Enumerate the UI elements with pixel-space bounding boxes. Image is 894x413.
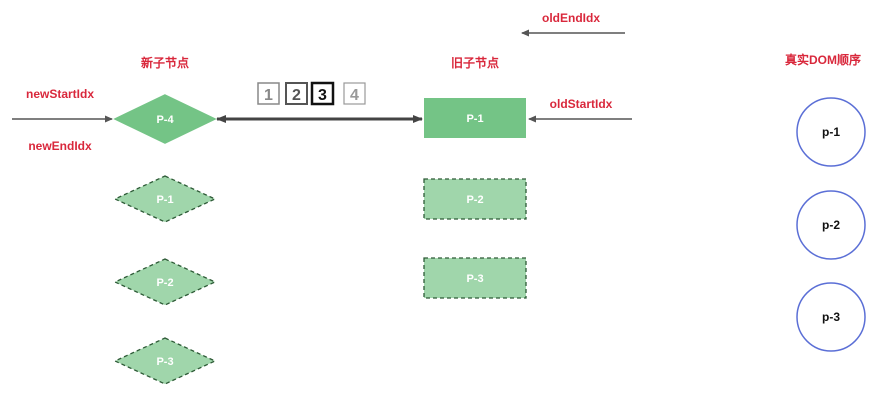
dom-node-p2: p-2 xyxy=(796,190,866,260)
old-end-idx-label: oldEndIdx xyxy=(542,11,600,25)
old-node-p1: P-1 xyxy=(424,98,526,138)
step-box-4: 4 xyxy=(343,82,366,105)
new-end-idx-label: newEndIdx xyxy=(28,139,92,153)
new-node-p1: P-1 xyxy=(113,175,217,223)
old-node-label: P-2 xyxy=(466,194,483,206)
real-dom-heading: 真实DOM顺序 xyxy=(785,52,861,67)
step-label-3: 3 xyxy=(318,87,327,104)
old-start-idx-label: oldStartIdx xyxy=(550,97,613,111)
new-node-p2: P-2 xyxy=(113,258,217,306)
dom-node-label: p-2 xyxy=(822,218,840,232)
step-box-1: 1 xyxy=(257,82,280,105)
old-node-p3: P-3 xyxy=(423,257,527,299)
dom-node-p3: p-3 xyxy=(796,282,866,352)
dom-node-p1: p-1 xyxy=(796,97,866,167)
new-node-p3: P-3 xyxy=(113,337,217,385)
dom-node-label: p-1 xyxy=(822,125,840,139)
new-start-idx-label: newStartIdx xyxy=(26,87,94,101)
old-children-heading: 旧子节点 xyxy=(451,55,499,70)
new-node-label: P-4 xyxy=(156,114,174,126)
old-node-label: P-1 xyxy=(466,113,483,125)
old-node-p2: P-2 xyxy=(423,178,527,220)
new-node-label: P-3 xyxy=(156,356,173,368)
new-node-p4: P-4 xyxy=(113,94,217,144)
step-label-4: 4 xyxy=(350,87,359,104)
step-label-2: 2 xyxy=(292,87,301,104)
new-children-heading: 新子节点 xyxy=(141,55,189,70)
new-node-label: P-2 xyxy=(156,277,173,289)
step-box-2: 2 xyxy=(285,82,308,105)
old-node-label: P-3 xyxy=(466,273,483,285)
step-box-3: 3 xyxy=(310,81,335,106)
new-node-label: P-1 xyxy=(156,194,173,206)
dom-node-label: p-3 xyxy=(822,310,840,324)
step-label-1: 1 xyxy=(264,87,273,104)
